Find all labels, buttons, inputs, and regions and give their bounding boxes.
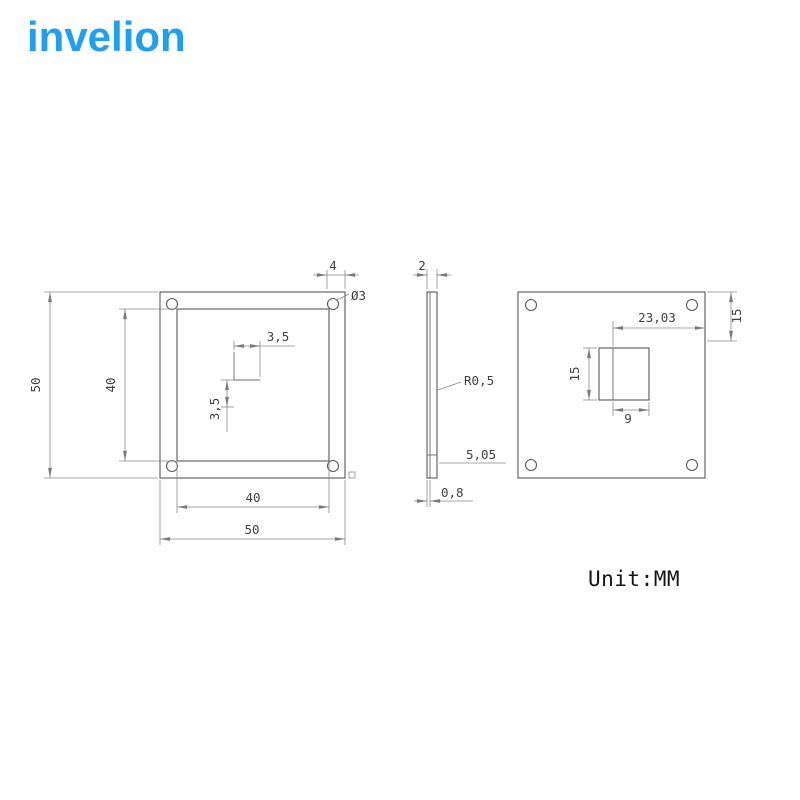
dim-side-thickness: 2 [413, 258, 451, 289]
front-view: 50 40 3,5 3,5 [28, 258, 366, 545]
dim-front-step-height-label: 3,5 [207, 398, 222, 421]
dim-back-edge-to-feature-label: 15 [729, 308, 744, 323]
side-view: 2 R0,5 5,05 0,8 [413, 258, 506, 507]
dim-back-feature-height-label: 15 [567, 366, 582, 381]
dim-front-outer-width: 50 [159, 480, 346, 545]
dim-front-outer-height: 50 [28, 291, 158, 479]
front-hole-bottom-right [326, 459, 340, 473]
dim-front-hole-diameter: Ø3 [336, 288, 366, 303]
dim-back-feature-offset: 23,03 [612, 310, 705, 346]
dim-front-inner-height: 40 [103, 308, 175, 462]
dim-back-feature-offset-label: 23,03 [638, 310, 676, 325]
dim-back-feature-width: 9 [612, 402, 650, 426]
dim-side-corner-radius-label: R0,5 [464, 373, 494, 388]
dim-front-outer-height-label: 50 [28, 377, 43, 392]
unit-label: Unit:MM [588, 567, 681, 591]
front-hole-top-right [326, 297, 340, 311]
dim-front-hole-offset-label: 4 [329, 258, 337, 273]
dim-side-base-thickness-label: 0,8 [441, 485, 464, 500]
surface-finish-mark [348, 471, 356, 479]
dim-front-step-width: 3,5 [233, 329, 295, 377]
back-hole-top-left [524, 298, 538, 312]
back-connector-feature [598, 347, 650, 401]
back-view: 23,03 15 15 9 [517, 291, 744, 479]
dim-side-boss-height: 5,05 [439, 447, 506, 464]
dim-back-feature-width-label: 9 [624, 411, 632, 426]
front-inner-plate [176, 308, 330, 462]
front-hole-bottom-left [165, 459, 179, 473]
dim-front-hole-diameter-label: Ø3 [351, 288, 366, 303]
dim-front-inner-height-label: 40 [103, 377, 118, 392]
dim-front-step-width-label: 3,5 [267, 329, 290, 344]
brand-logo: invelion [27, 13, 186, 60]
side-profile [426, 291, 438, 479]
dim-front-step-height: 3,5 [207, 379, 234, 432]
front-outer-plate [159, 291, 346, 479]
back-hole-bottom-left [524, 458, 538, 472]
dim-side-thickness-label: 2 [418, 258, 426, 273]
back-hole-bottom-right [685, 458, 699, 472]
dim-back-edge-to-feature: 15 [707, 291, 744, 342]
dim-front-outer-width-label: 50 [244, 522, 259, 537]
dim-front-inner-width-label: 40 [245, 490, 260, 505]
dim-back-feature-height: 15 [567, 347, 597, 401]
dim-front-hole-edge-offset: 4 [313, 258, 359, 289]
back-hole-top-right [685, 298, 699, 312]
back-outer-plate [517, 291, 706, 479]
dim-front-inner-width: 40 [176, 463, 330, 513]
dim-side-boss-height-label: 5,05 [466, 447, 496, 462]
dim-side-base-thickness: 0,8 [414, 480, 473, 507]
dim-side-corner-radius: R0,5 [437, 373, 494, 391]
front-hole-top-left [165, 297, 179, 311]
front-step-feature [233, 352, 260, 381]
